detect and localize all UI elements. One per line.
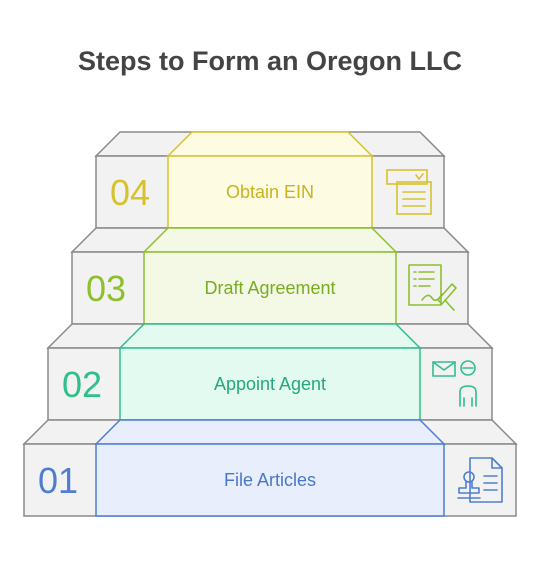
form-checklist-icon (386, 169, 432, 215)
step-04-number: 04 (110, 172, 150, 213)
step-01-number: 01 (38, 460, 78, 501)
step-03-highlight-top (142, 227, 398, 253)
document-stamp-icon (457, 457, 503, 503)
step-01-label: File Articles (224, 470, 316, 490)
step-03: 03 Draft Agreement (70, 227, 470, 325)
step-02-number: 02 (62, 364, 102, 405)
step-04: 04 Obtain EIN (94, 131, 446, 229)
step-01-highlight-top (94, 419, 446, 445)
step-01: 01 File Articles (22, 419, 518, 517)
step-04-label: Obtain EIN (226, 182, 314, 202)
agent-mail-person-icon (432, 360, 477, 407)
step-03-number: 03 (86, 268, 126, 309)
step-03-label: Draft Agreement (204, 278, 335, 298)
step-02-label: Appoint Agent (214, 374, 326, 394)
step-04-highlight-front (167, 155, 373, 229)
step-03-highlight-front (143, 251, 397, 325)
step-01-highlight-front (95, 443, 445, 517)
step-02-highlight-top (118, 323, 422, 349)
page-title: Steps to Form an Oregon LLC (77, 46, 462, 76)
step-02-highlight-front (119, 347, 421, 421)
step-04-highlight-top (166, 131, 374, 157)
agreement-sign-icon (408, 264, 457, 311)
step-02: 02 Appoint Agent (46, 323, 494, 421)
